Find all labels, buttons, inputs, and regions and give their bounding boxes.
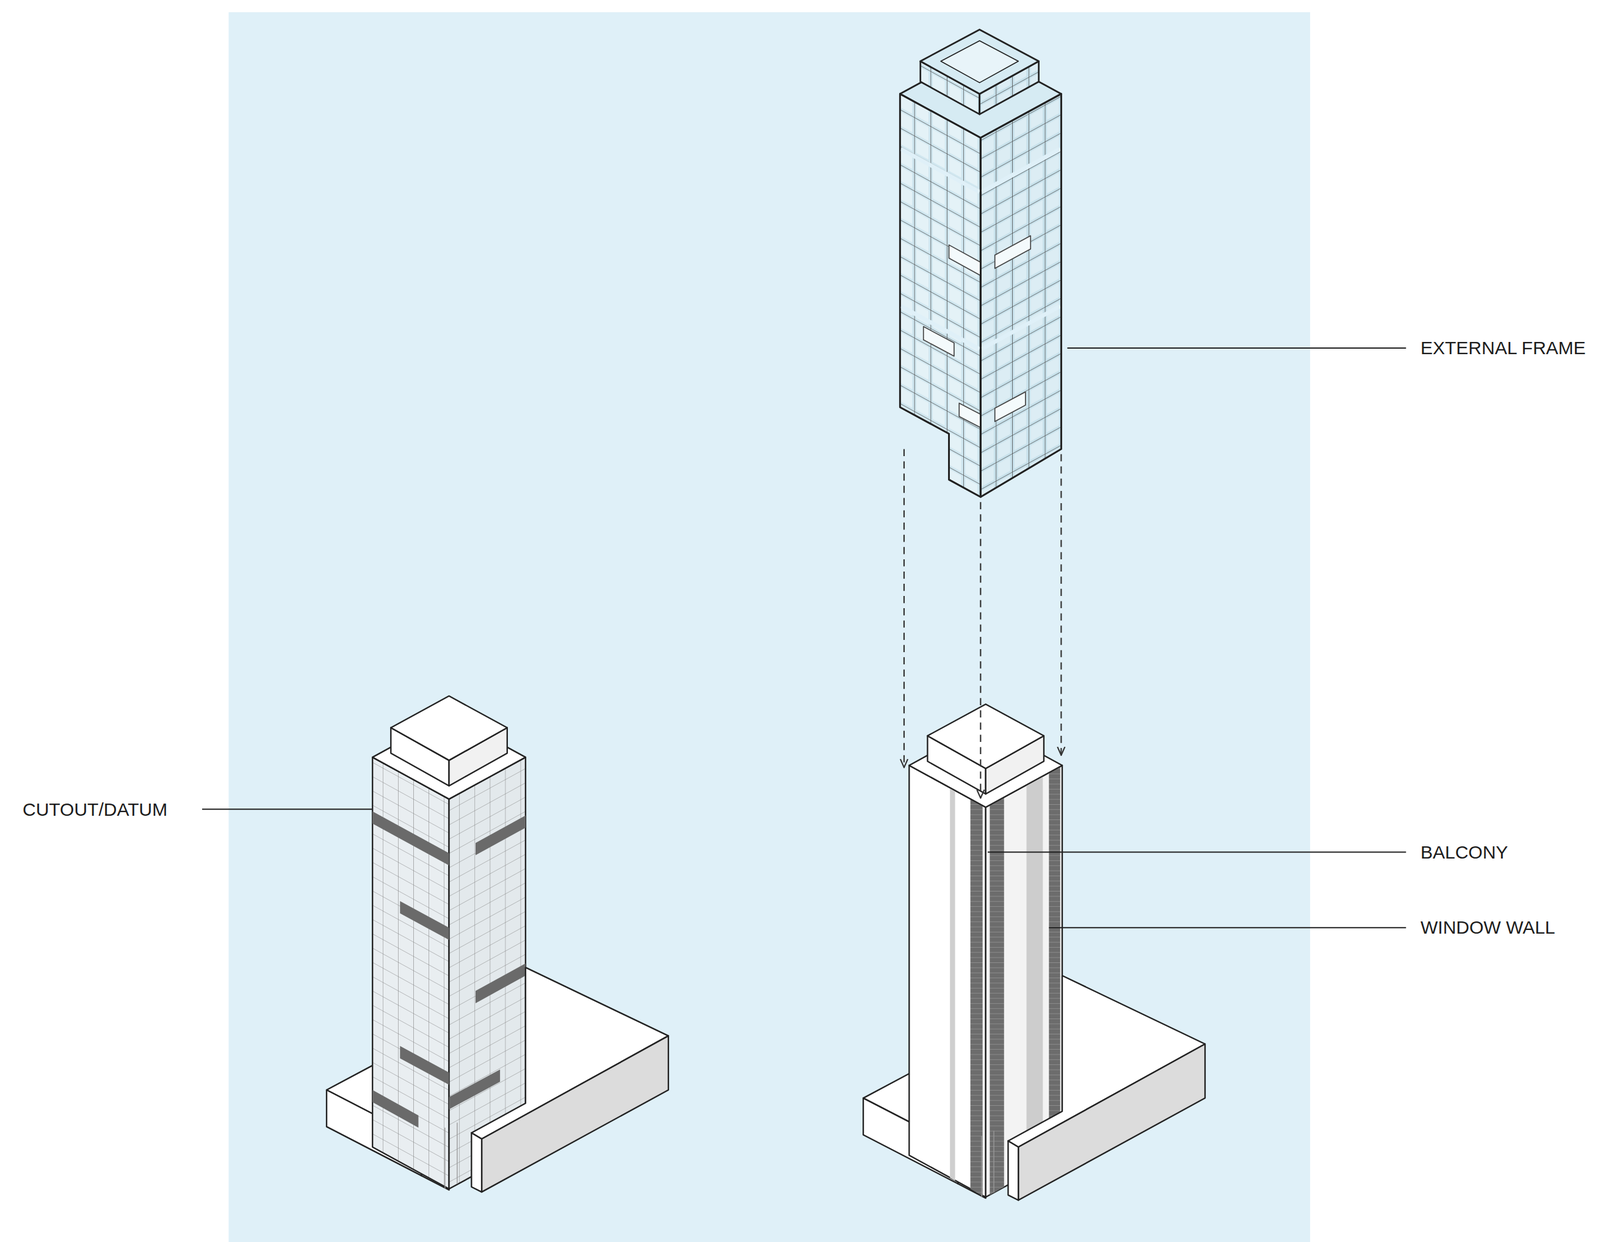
right-tower xyxy=(863,703,1206,1200)
external-frame xyxy=(899,29,1061,497)
callout-label: WINDOW WALL xyxy=(1420,918,1556,937)
callout-label: BALCONY xyxy=(1420,843,1508,862)
callout-label: CUTOUT/DATUM xyxy=(22,800,168,819)
callout-label: EXTERNAL FRAME xyxy=(1420,338,1586,358)
drop-arrows xyxy=(904,448,1061,798)
left-tower xyxy=(326,695,669,1192)
background-panel xyxy=(228,12,1311,1242)
leader-lines xyxy=(202,347,1406,928)
